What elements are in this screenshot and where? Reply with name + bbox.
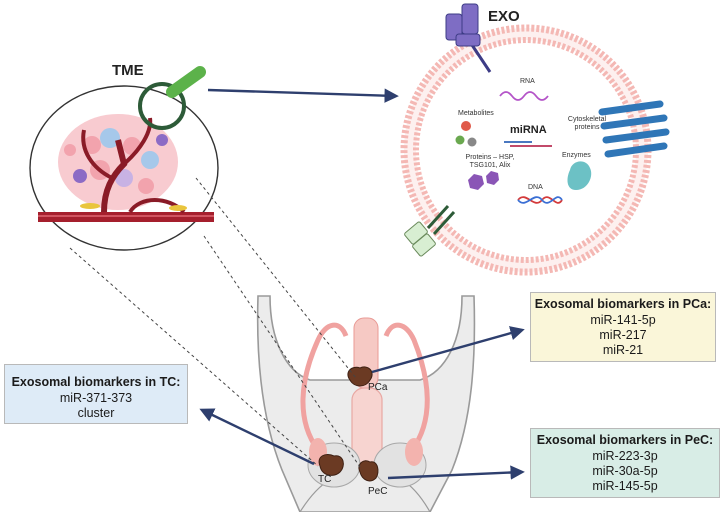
proteins-label: Proteins – HSP, TSG101, Alix — [465, 154, 515, 169]
arrow-tme-to-exo — [207, 88, 399, 103]
rna-label: RNA — [520, 78, 535, 85]
tc-biomarker-box: Exosomal biomarkers in TC: miR-371-373 c… — [4, 364, 188, 424]
tc-label: TC — [318, 474, 332, 485]
cytoskeletal-icon — [598, 100, 670, 158]
receptor-top-icon — [445, 3, 492, 73]
metabolites-label: Metabolites — [458, 110, 494, 117]
pec-box-item: miR-30a-5p — [592, 464, 658, 478]
pec-label: PeC — [368, 486, 388, 497]
mirna-label: miRNA — [510, 124, 547, 136]
pca-biomarker-box: Exosomal biomarkers in PCa: miR-141-5p m… — [530, 292, 716, 362]
tme-circle — [29, 85, 219, 251]
zoom-lines — [69, 177, 363, 471]
proteins-icon — [468, 171, 499, 190]
receptor-bottom-icon — [404, 204, 456, 257]
tc-box-item: miR-371-373 — [59, 391, 133, 405]
arrow-to-tc-box — [199, 408, 315, 466]
exo-label: EXO — [488, 8, 520, 25]
arrow-to-pec-box — [387, 465, 525, 480]
dna-icon — [517, 196, 563, 204]
pec-box-item: miR-145-5p — [592, 479, 658, 493]
tumor-pec — [358, 460, 379, 482]
pca-box-item: miR-21 — [602, 343, 644, 357]
exosome-vesicle — [400, 24, 652, 276]
enzymes-label: Enzymes — [562, 152, 591, 159]
dna-label: DNA — [528, 184, 543, 191]
magnifier-icon — [138, 66, 206, 130]
tumor-pca — [347, 366, 373, 387]
arrow-to-pca-box — [371, 326, 525, 374]
pca-label: PCa — [368, 382, 388, 393]
pca-box-item: miR-217 — [599, 328, 647, 342]
mirna-icon — [504, 141, 552, 147]
tme-label: TME — [112, 62, 144, 79]
tumor-tc — [318, 453, 344, 476]
pec-biomarker-box: Exosomal biomarkers in PeC: miR-223-3p m… — [530, 428, 720, 498]
tc-box-item: cluster — [77, 406, 115, 420]
pec-box-item: miR-223-3p — [592, 449, 658, 463]
rna-icon — [499, 91, 549, 101]
enzymes-icon — [567, 161, 592, 190]
metabolites-icon — [455, 121, 477, 147]
pca-box-item: miR-141-5p — [590, 313, 656, 327]
pec-box-title: Exosomal biomarkers in PeC: — [536, 433, 714, 447]
pca-box-title: Exosomal biomarkers in PCa: — [534, 297, 712, 311]
cytoskeletal-label: Cytoskeletal proteins — [567, 116, 607, 131]
tc-box-title: Exosomal biomarkers in TC: — [11, 375, 181, 389]
